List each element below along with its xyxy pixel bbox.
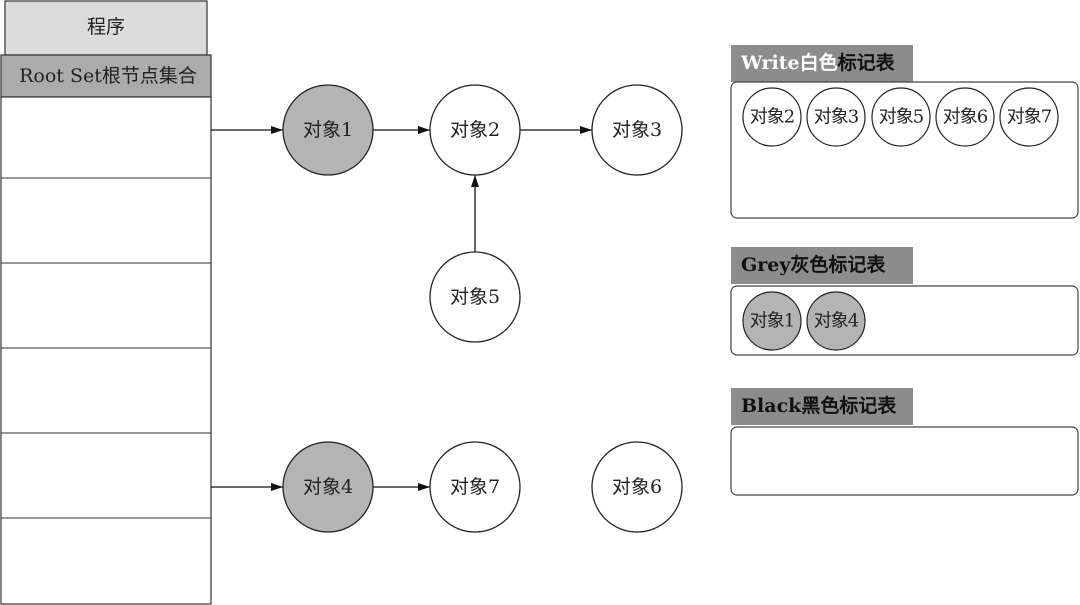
grey-table-title: Grey灰色标记表 — [741, 253, 886, 276]
white-item — [742, 87, 802, 147]
white-item-label: 对象3 — [814, 107, 859, 128]
grey-item-label: 对象4 — [814, 311, 859, 332]
node-label: 对象3 — [612, 119, 662, 141]
white-item-label: 对象5 — [879, 107, 924, 128]
node-label: 对象6 — [612, 476, 662, 498]
node-obj3 — [591, 84, 683, 176]
root-set-slots — [0, 96, 212, 605]
white-item — [935, 87, 995, 147]
node-obj7 — [429, 441, 521, 533]
white-mark-table: Write白色标记表 对象2 对象3 对象5 对象6 对象7 — [730, 45, 1079, 219]
root-set-label: Root Set根节点集合 — [19, 65, 197, 87]
node-label: 对象4 — [303, 476, 353, 498]
node-label: 对象7 — [450, 476, 500, 498]
grey-item-label: 对象1 — [750, 311, 794, 332]
white-item — [999, 87, 1059, 147]
node-obj6 — [591, 441, 683, 533]
grey-mark-table: Grey灰色标记表 对象1 对象4 — [730, 247, 1079, 356]
grey-table-header — [731, 247, 913, 284]
white-table-header — [731, 45, 913, 82]
root-set-header — [0, 54, 212, 98]
node-obj4 — [282, 441, 374, 533]
white-item — [871, 87, 931, 147]
black-table-box — [730, 426, 1079, 496]
program-label: 程序 — [87, 16, 125, 38]
white-item-label: 对象7 — [1007, 107, 1052, 128]
node-label: 对象5 — [450, 286, 500, 308]
grey-item — [742, 291, 802, 351]
program-header — [4, 0, 208, 56]
node-label: 对象1 — [303, 119, 353, 141]
node-obj2 — [429, 84, 521, 176]
node-label: 对象2 — [450, 119, 500, 141]
black-mark-table: Black黑色标记表 — [730, 388, 1079, 496]
white-item — [806, 87, 866, 147]
black-table-header — [731, 388, 913, 425]
white-item-label: 对象6 — [943, 107, 988, 128]
white-table-title: Write白色标记表 — [740, 51, 896, 74]
program-stack: 程序 Root Set根节点集合 — [0, 0, 212, 605]
black-table-title: Black黑色标记表 — [741, 394, 897, 417]
node-obj1 — [282, 84, 374, 176]
white-item-label: 对象2 — [750, 107, 794, 128]
node-obj5 — [429, 251, 521, 343]
grey-item — [806, 291, 866, 351]
